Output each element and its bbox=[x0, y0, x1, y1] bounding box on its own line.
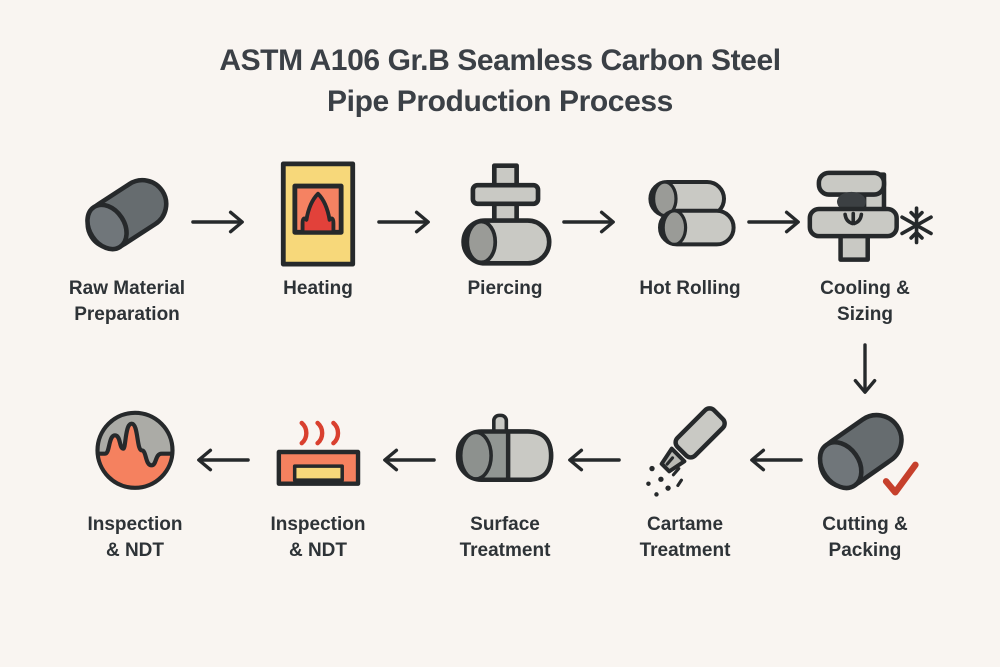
spray-dots bbox=[646, 465, 671, 497]
spray-nozzle-icon bbox=[627, 398, 743, 506]
cooling-snowflake-icon bbox=[797, 158, 933, 270]
step-heating: Heating bbox=[226, 158, 410, 302]
step-label: Piercing bbox=[467, 278, 543, 299]
check-icon bbox=[882, 461, 919, 496]
step-inspection-ndt: Inspection & NDT bbox=[226, 398, 410, 563]
step-label: Cartame Treatment bbox=[639, 514, 731, 561]
step-label: Inspection & NDT bbox=[87, 514, 183, 561]
step-cartame-treatment: Cartame Treatment bbox=[593, 398, 777, 563]
flow-arrow-left-icon bbox=[746, 446, 804, 474]
cut-pipe-check-icon bbox=[803, 398, 927, 506]
flow-arrow-right-icon bbox=[746, 208, 804, 236]
furnace-flame-icon bbox=[279, 158, 357, 270]
step-surface-treatment: Surface Treatment bbox=[413, 398, 597, 563]
heat-waves-icon bbox=[299, 420, 341, 446]
step-label: Inspection & NDT bbox=[270, 514, 366, 561]
step-hot-rolling: Hot Rolling bbox=[598, 158, 782, 302]
step-label: Hot Rolling bbox=[639, 278, 741, 299]
flow-arrow-right-icon bbox=[376, 208, 434, 236]
step-raw-material-preparation: Raw Material Preparation bbox=[35, 158, 219, 327]
step-label: Surface Treatment bbox=[459, 514, 551, 561]
flow-arrow-left-icon bbox=[193, 446, 251, 474]
waveform-gauge-icon bbox=[85, 398, 185, 506]
flow-arrow-down-icon bbox=[851, 342, 879, 398]
step-cooling-sizing: Cooling & Sizing bbox=[773, 158, 957, 327]
rolling-mill-icon bbox=[636, 158, 744, 270]
flow-arrow-left-icon bbox=[564, 446, 622, 474]
step-piercing: Piercing bbox=[413, 158, 597, 302]
heat-tray-icon bbox=[263, 398, 373, 506]
flow-arrow-right-icon bbox=[190, 208, 248, 236]
step-inspection-ndt-final: Inspection & NDT bbox=[43, 398, 227, 563]
coated-pipe-icon bbox=[449, 398, 561, 506]
step-label: Cooling & Sizing bbox=[820, 278, 910, 325]
steel-billet-icon bbox=[72, 158, 182, 270]
step-label: Raw Material Preparation bbox=[68, 278, 186, 325]
flow-arrow-right-icon bbox=[561, 208, 619, 236]
step-label: Cutting & Packing bbox=[822, 514, 908, 561]
diagram-title: ASTM A106 Gr.B Seamless Carbon Steel Pip… bbox=[219, 44, 781, 119]
step-cutting-packing: Cutting & Packing bbox=[773, 398, 957, 563]
piercing-press-icon bbox=[456, 158, 554, 270]
step-label: Heating bbox=[283, 278, 353, 299]
snowflake-icon bbox=[900, 206, 933, 245]
flow-arrow-left-icon bbox=[379, 446, 437, 474]
